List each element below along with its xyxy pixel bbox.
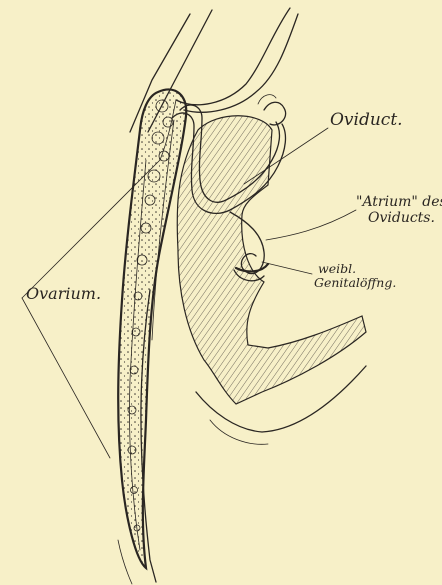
ovarium-organ xyxy=(118,89,186,584)
genital-label-line2: Genitalöffng. xyxy=(314,276,396,290)
atrium-label: "Atrium" des Oviducts. xyxy=(356,194,442,226)
ovarium-label: Ovarium. xyxy=(26,286,101,302)
atrium-label-line2: Oviducts. xyxy=(356,210,442,226)
atrium-label-line1: "Atrium" des xyxy=(356,194,442,210)
oviduct-label: Oviduct. xyxy=(330,112,403,129)
genital-opening-label: weibl. Genitalöffng. xyxy=(314,262,396,290)
genital-label-line1: weibl. xyxy=(314,262,396,276)
